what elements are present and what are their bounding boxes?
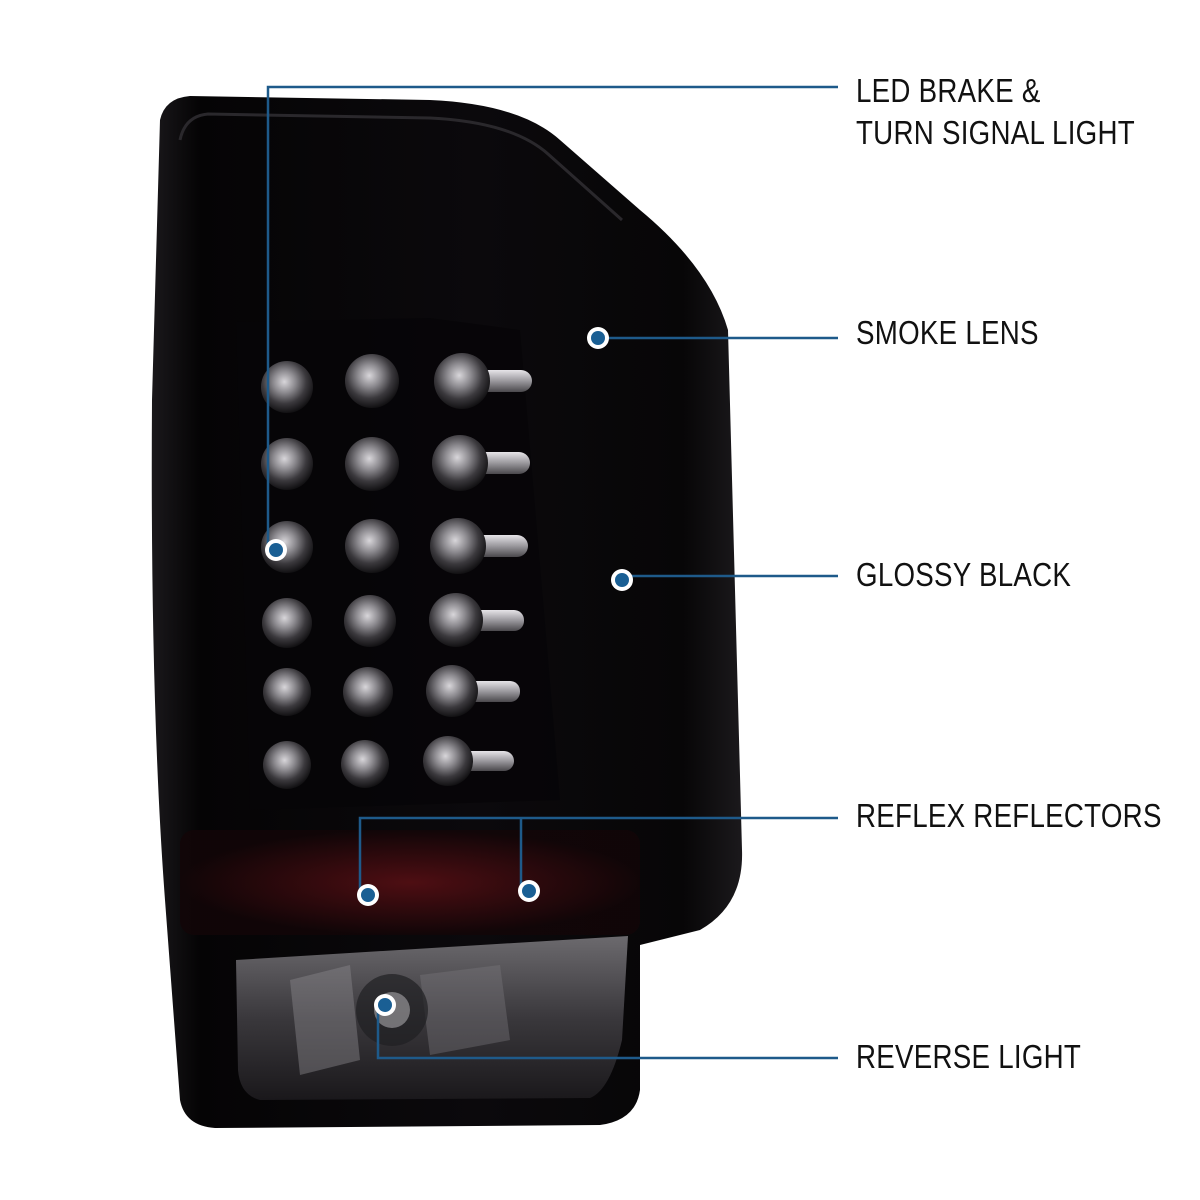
reverse-light-lens	[236, 936, 628, 1100]
led-column-2	[341, 354, 399, 788]
callout-label-brake-line1: LED BRAKE &	[856, 72, 1041, 109]
leader-line-brake	[266, 85, 838, 550]
leader-line-reflex	[358, 816, 838, 892]
callout-label-smoke-text: SMOKE LENS	[856, 314, 1039, 351]
led-column-1	[261, 361, 313, 789]
reflex-reflector-zone	[180, 830, 640, 935]
callout-label-brake-line2: TURN SIGNAL LIGHT	[856, 114, 1135, 151]
callout-label-reflex-text: REFLEX REFLECTORS	[856, 797, 1162, 834]
callout-dot-reflex-right	[518, 880, 540, 902]
callout-dots	[265, 327, 633, 1016]
leader-line-reverse	[376, 1005, 838, 1060]
callout-dot-glossy	[611, 569, 633, 591]
callout-label-brake: LED BRAKE & TURN SIGNAL LIGHT	[856, 70, 1135, 154]
callout-label-glossy: GLOSSY BLACK	[856, 554, 1071, 596]
callout-dot-smoke	[587, 327, 609, 349]
callout-dot-brake	[265, 539, 287, 561]
callout-dot-reverse	[374, 994, 396, 1016]
led-array	[261, 353, 532, 789]
callout-label-reverse: REVERSE LIGHT	[856, 1036, 1081, 1078]
led-column-3	[423, 353, 532, 786]
callout-label-reverse-text: REVERSE LIGHT	[856, 1038, 1082, 1075]
callout-label-reflex: REFLEX REFLECTORS	[856, 795, 1162, 837]
callout-label-glossy-text: GLOSSY BLACK	[856, 556, 1072, 593]
callout-dot-reflex-left	[357, 884, 379, 906]
callout-label-smoke: SMOKE LENS	[856, 312, 1039, 354]
leader-lines	[266, 85, 838, 1060]
